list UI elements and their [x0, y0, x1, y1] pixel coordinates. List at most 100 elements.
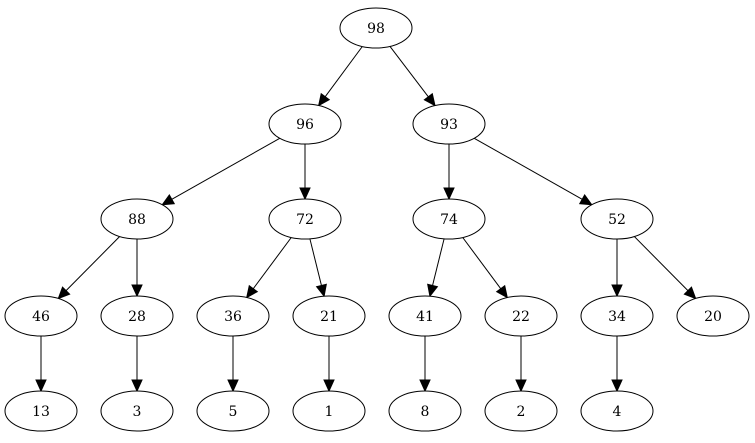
edge-n72-n21	[309, 238, 327, 298]
edge-n34-n4	[611, 336, 623, 393]
edge-n93-n74	[443, 144, 455, 201]
tree-node-88: 88	[100, 198, 174, 240]
edge-n96-n88	[161, 137, 281, 206]
node-label: 74	[440, 212, 458, 228]
edge-n36-n5	[227, 336, 239, 393]
node-label: 20	[704, 309, 722, 325]
node-ellipse	[292, 295, 366, 337]
edge-n41-n8	[419, 336, 431, 393]
tree-node-3: 3	[100, 390, 174, 432]
arrowhead-icon	[495, 284, 508, 299]
node-label: 52	[608, 212, 626, 228]
node-label: 28	[128, 309, 146, 325]
arrowhead-icon	[317, 92, 331, 107]
tree-node-98: 98	[339, 7, 413, 49]
tree-node-52: 52	[580, 198, 654, 240]
arrowhead-icon	[323, 379, 335, 393]
node-label: 88	[128, 212, 146, 228]
node-label: 2	[517, 404, 526, 420]
tree-node-4: 4	[580, 390, 654, 432]
node-label: 3	[133, 404, 142, 420]
tree-node-93: 93	[412, 103, 486, 145]
edge-n98-n96	[317, 46, 363, 107]
node-label: 46	[32, 309, 50, 325]
edge-n22-n2	[515, 336, 527, 393]
arrowhead-icon	[443, 187, 455, 201]
node-label: 1	[325, 404, 334, 420]
tree-node-34: 34	[580, 295, 654, 337]
node-ellipse	[484, 295, 558, 337]
tree-node-74: 74	[412, 198, 486, 240]
arrowhead-icon	[57, 286, 71, 300]
tree-node-2: 2	[484, 390, 558, 432]
tree-node-22: 22	[484, 295, 558, 337]
arrowhead-icon	[427, 283, 439, 298]
node-label: 36	[224, 309, 242, 325]
arrowhead-icon	[611, 379, 623, 393]
node-ellipse	[268, 103, 342, 145]
node-ellipse	[268, 198, 342, 240]
edge-n96-n72	[299, 144, 311, 201]
arrowhead-icon	[299, 187, 311, 201]
node-ellipse	[100, 198, 174, 240]
node-ellipse	[484, 390, 558, 432]
node-ellipse	[100, 390, 174, 432]
nodes-group: 98 96 93 88 72 74 52 46 28 36 21 41 22 34 20 13 3 5 1 8 2 4	[4, 7, 750, 432]
edge-n52-n34	[611, 239, 623, 298]
edge-line	[633, 236, 689, 292]
edge-line	[389, 46, 429, 98]
edge-n28-n3	[131, 336, 143, 393]
edge-line	[324, 46, 363, 97]
edge-line	[432, 238, 445, 286]
node-label: 41	[416, 309, 434, 325]
edge-n74-n22	[462, 237, 508, 299]
arrowhead-icon	[227, 379, 239, 393]
edge-n74-n41	[427, 238, 445, 298]
tree-node-1: 1	[292, 390, 366, 432]
arrowhead-icon	[35, 379, 47, 393]
node-ellipse	[100, 295, 174, 337]
edges-group	[35, 46, 697, 393]
arrowhead-icon	[515, 379, 527, 393]
node-ellipse	[292, 390, 366, 432]
edge-n98-n93	[389, 46, 436, 107]
tree-node-5: 5	[196, 390, 270, 432]
edge-n72-n36	[246, 237, 292, 299]
node-label: 21	[320, 309, 338, 325]
node-ellipse	[580, 295, 654, 337]
edge-n88-n28	[131, 239, 143, 298]
tree-node-28: 28	[100, 295, 174, 337]
node-ellipse	[412, 198, 486, 240]
arrowhead-icon	[246, 284, 259, 299]
edge-n88-n46	[57, 236, 121, 300]
node-label: 5	[229, 404, 238, 420]
tree-node-72: 72	[268, 198, 342, 240]
arrowhead-icon	[683, 286, 697, 300]
node-ellipse	[412, 103, 486, 145]
tree-node-20: 20	[676, 295, 750, 337]
edge-n93-n52	[473, 137, 593, 206]
edge-line	[171, 137, 281, 200]
edge-line	[462, 237, 502, 289]
edge-n52-n20	[633, 236, 697, 300]
arrowhead-icon	[419, 379, 431, 393]
tree-node-13: 13	[4, 390, 78, 432]
arrowhead-icon	[423, 92, 436, 107]
tree-node-21: 21	[292, 295, 366, 337]
node-label: 96	[296, 117, 314, 133]
node-label: 22	[512, 309, 530, 325]
node-ellipse	[196, 390, 270, 432]
arrowhead-icon	[315, 283, 327, 298]
node-ellipse	[339, 7, 413, 49]
node-label: 72	[296, 212, 314, 228]
node-ellipse	[4, 295, 78, 337]
edge-line	[309, 238, 322, 286]
tree-node-8: 8	[388, 390, 462, 432]
node-label: 8	[421, 404, 430, 420]
tree-node-96: 96	[268, 103, 342, 145]
node-label: 34	[608, 309, 626, 325]
node-ellipse	[196, 295, 270, 337]
arrowhead-icon	[131, 284, 143, 298]
tree-node-41: 41	[388, 295, 462, 337]
arrowhead-icon	[611, 284, 623, 298]
